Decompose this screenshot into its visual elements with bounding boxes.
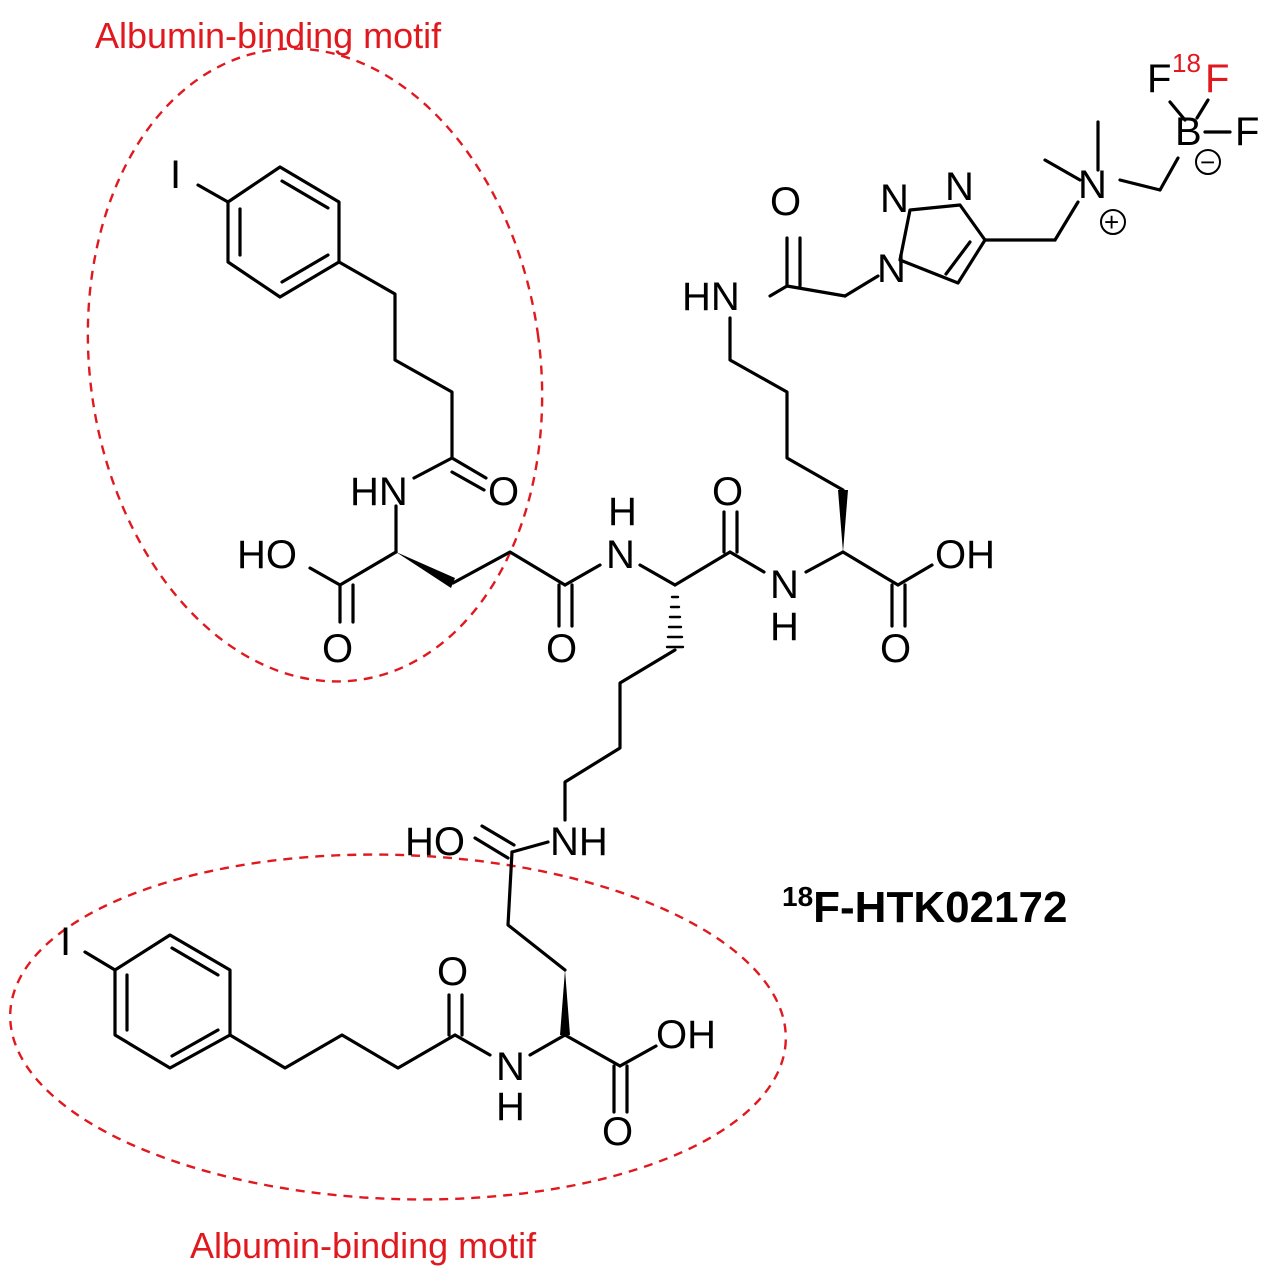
atom-o-amide-top: O — [488, 470, 519, 514]
atom-h-amide-right: H — [770, 605, 799, 649]
atom-h-amide-mid: H — [608, 490, 637, 534]
atom-o-amide-bottom: O — [437, 950, 468, 994]
atom-f18-mass: 18 — [1172, 48, 1201, 78]
wedge-bond-right — [838, 490, 848, 552]
charge-ring-minus — [1195, 149, 1221, 175]
motif-ellipse-top — [86, 47, 544, 683]
triazole-borate — [898, 98, 1232, 285]
atom-o-amide-upper: O — [770, 180, 801, 224]
iodophenyl-top — [196, 165, 602, 628]
atom-iodine-top: I — [170, 153, 181, 197]
wedge-bond-bottom — [560, 970, 570, 1035]
atom-f-1: F — [1147, 57, 1171, 101]
atom-n-amide-mid: N — [606, 533, 635, 577]
atom-ho-acid-left: HO — [237, 533, 297, 577]
hashed-bond-center — [665, 595, 685, 649]
atom-nh-lower: NH — [550, 820, 608, 864]
atom-oh-acid-bottom: OH — [656, 1013, 716, 1057]
atom-nh-amide-top: HN — [350, 470, 408, 514]
motif-label-bottom: Albumin-binding motif — [190, 1225, 537, 1266]
charge-ring-plus — [1100, 209, 1126, 235]
atom-o-acid-bottom: O — [602, 1110, 633, 1154]
atom-n-triazole-3: N — [945, 165, 974, 209]
wedge-bond-top — [396, 552, 455, 588]
atom-o-amide-center: O — [712, 470, 743, 514]
atom-h-amide-bottom: H — [496, 1085, 525, 1129]
atom-o-acid-left: O — [322, 627, 353, 671]
atom-nh-amide-upper: HN — [682, 275, 740, 319]
atom-ho-lower: HO — [405, 820, 465, 864]
motif-ellipse-bottom — [8, 853, 788, 1201]
atom-n-amide-bottom: N — [496, 1045, 525, 1089]
charge-ammonium-plus: + — [1104, 207, 1119, 237]
atom-o-acid-right: O — [880, 627, 911, 671]
atom-n-ammonium: N — [1078, 163, 1107, 207]
peptide-core — [563, 236, 934, 822]
atom-o-amide-mid: O — [546, 627, 577, 671]
atom-oh-acid-right: OH — [935, 533, 995, 577]
compound-name: 18F-HTK02172 — [782, 881, 1067, 932]
atom-f-18: F — [1205, 57, 1229, 101]
compound-name-text: F-HTK02172 — [813, 883, 1067, 932]
lower-chain — [83, 824, 658, 1114]
atom-f-3: F — [1235, 110, 1259, 154]
atom-n-triazole-1: N — [877, 247, 906, 291]
atom-boron: B — [1175, 110, 1202, 154]
motif-label-top: Albumin-binding motif — [95, 15, 442, 56]
compound-isotope: 18 — [782, 881, 813, 912]
charge-borate-minus: − — [1200, 147, 1215, 177]
atom-n-triazole-2: N — [880, 177, 909, 221]
atom-n-amide-right: N — [770, 563, 799, 607]
atom-iodine-bottom: I — [60, 920, 71, 964]
